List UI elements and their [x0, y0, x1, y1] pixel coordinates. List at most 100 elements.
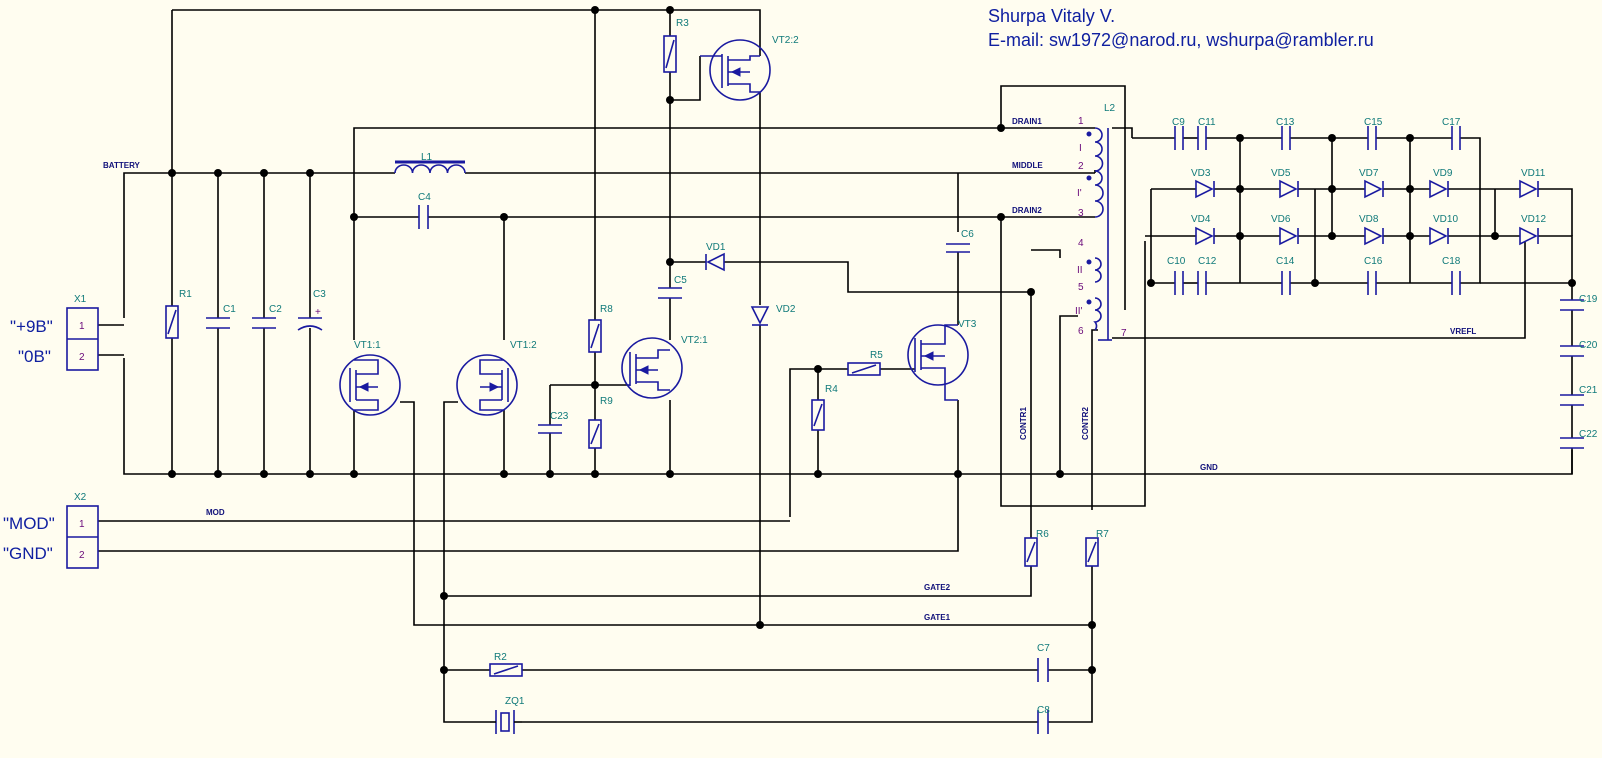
- mosfet-vt1-2: [456, 354, 518, 416]
- label-vd9: VD9: [1433, 168, 1453, 179]
- capacitor-c12: [1197, 271, 1207, 295]
- l2-winding-3: II: [1077, 265, 1083, 276]
- capacitor-c22: [1560, 437, 1584, 449]
- diode-vd10: [1429, 226, 1449, 246]
- diode-vd7: [1364, 179, 1384, 199]
- label-c2: C2: [269, 304, 282, 315]
- capacitor-c2: [252, 317, 276, 329]
- label-vd1: VD1: [706, 242, 726, 253]
- junction-dots: [168, 6, 1576, 674]
- capacitor-c10: [1174, 271, 1184, 295]
- label-l2: L2: [1104, 103, 1116, 114]
- capacitor-c6: [946, 243, 970, 253]
- label-c23: C23: [550, 411, 569, 422]
- net-drain1: DRAIN1: [1012, 117, 1042, 126]
- net-gate2: GATE2: [924, 583, 951, 592]
- connector-x2: X2 1 2 "MOD" "GND": [3, 492, 99, 569]
- transformer-l2: [1086, 127, 1112, 341]
- resistor-r9: [588, 419, 602, 449]
- capacitor-c20: [1560, 345, 1584, 357]
- net-gate1: GATE1: [924, 613, 951, 622]
- label-zq1: ZQ1: [505, 696, 525, 707]
- x1-pin2: 2: [79, 352, 85, 363]
- label-vd10: VD10: [1433, 214, 1458, 225]
- x2-pin1: 1: [79, 519, 85, 530]
- label-vd7: VD7: [1359, 168, 1379, 179]
- l2-winding-4: II': [1075, 306, 1083, 317]
- mosfets: [339, 39, 969, 416]
- net-gnd: GND: [1200, 463, 1218, 472]
- capacitor-c15: [1367, 126, 1377, 150]
- label-vd12: VD12: [1521, 214, 1546, 225]
- diode-vd6: [1279, 226, 1299, 246]
- diode-vd1: [705, 252, 725, 272]
- label-r8: R8: [600, 304, 613, 315]
- label-vt3: VT3: [958, 319, 977, 330]
- label-r5: R5: [870, 350, 883, 361]
- l2-pin-3: 3: [1078, 208, 1084, 219]
- label-c1: C1: [223, 304, 236, 315]
- resistor-r6: [1024, 537, 1038, 567]
- label-c14: C14: [1276, 256, 1295, 267]
- diode-vd2: [750, 306, 770, 326]
- label-vd2: VD2: [776, 304, 796, 315]
- capacitor-c19: [1560, 299, 1584, 311]
- label-c4: C4: [418, 192, 431, 203]
- label-vd8: VD8: [1359, 214, 1379, 225]
- label-c5: C5: [674, 275, 687, 286]
- capacitor-c23: [538, 424, 562, 434]
- label-c22: C22: [1579, 429, 1598, 440]
- label-c16: C16: [1364, 256, 1383, 267]
- component-labels: R1 C1 C2 C3 C4 L1 R3 VT2:2 VD1 C5 VD2 R8…: [179, 18, 1598, 716]
- diode-vd3: [1195, 179, 1215, 199]
- capacitor-c5: [658, 287, 682, 299]
- net-middle: MIDDLE: [1012, 161, 1043, 170]
- x2-label-gnd: "GND": [3, 544, 53, 563]
- capacitor-c3: +: [297, 307, 323, 331]
- diode-vd5: [1279, 179, 1299, 199]
- x2-ref: X2: [74, 492, 87, 503]
- resistor-r4: [811, 399, 825, 431]
- net-vrefl: VREFL: [1450, 327, 1476, 336]
- label-r3: R3: [676, 18, 689, 29]
- label-c7: C7: [1037, 643, 1050, 654]
- l2-winding-1: I: [1079, 143, 1082, 154]
- label-c20: C20: [1579, 340, 1598, 351]
- capacitor-c18: [1451, 271, 1461, 295]
- capacitor-c11: [1197, 126, 1207, 150]
- diode-vd9: [1429, 179, 1449, 199]
- label-c8: C8: [1037, 705, 1050, 716]
- capacitor-c9: [1174, 126, 1184, 150]
- inductor-l1: [394, 160, 466, 174]
- mosfet-vt1-1: [339, 354, 401, 416]
- label-c13: C13: [1276, 117, 1295, 128]
- wires: [98, 9, 1573, 723]
- capacitor-c16: [1367, 271, 1377, 295]
- label-r9: R9: [600, 396, 613, 407]
- mosfet-vt2-2: [700, 39, 771, 101]
- label-r1: R1: [179, 289, 192, 300]
- label-vd11: VD11: [1521, 168, 1546, 179]
- x2-pin2: 2: [79, 550, 85, 561]
- label-r7: R7: [1096, 529, 1109, 540]
- capacitor-c17: [1451, 126, 1461, 150]
- l2-pin-5: 5: [1078, 282, 1084, 293]
- l2-pin-2: 2: [1078, 161, 1084, 172]
- label-c10: C10: [1167, 256, 1186, 267]
- mosfet-vt2-1: [621, 337, 683, 399]
- resistor-r8: [588, 319, 602, 353]
- capacitor-c1: [206, 317, 230, 329]
- label-c15: C15: [1364, 117, 1383, 128]
- resistor-r5: [847, 362, 881, 376]
- label-c6: C6: [961, 229, 974, 240]
- connector-x1: X1 1 2 "+9B" "0B": [10, 294, 99, 371]
- label-r6: R6: [1036, 529, 1049, 540]
- capacitor-c14: [1281, 271, 1291, 295]
- capacitor-c21: [1560, 394, 1584, 406]
- label-r2: R2: [494, 652, 507, 663]
- diode-vd8: [1364, 226, 1384, 246]
- resistor-r7: [1085, 537, 1099, 567]
- capacitor-c7: [1037, 658, 1049, 682]
- resistor-r3: [663, 35, 677, 73]
